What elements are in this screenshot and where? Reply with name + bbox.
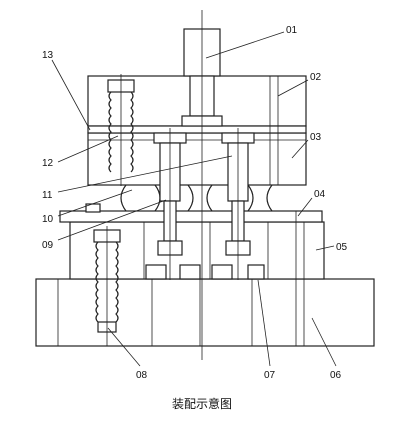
callout-13: 13 <box>42 50 54 61</box>
diagram-caption: 装配示意图 <box>172 396 232 411</box>
callout-10: 10 <box>42 214 54 225</box>
callout-04: 04 <box>314 189 326 200</box>
callout-06: 06 <box>330 370 342 381</box>
callout-07: 07 <box>264 370 276 381</box>
callout-01: 01 <box>286 25 298 36</box>
callout-12: 12 <box>42 158 54 169</box>
stripper-plate <box>59 210 323 223</box>
lower-screw <box>85 203 121 346</box>
punch-left <box>145 128 201 280</box>
callout-11: 11 <box>42 190 53 201</box>
callout-09: 09 <box>42 240 54 251</box>
leader-lines <box>51 31 337 367</box>
punch-right <box>211 128 265 280</box>
elastic-element <box>120 184 273 212</box>
callout-08: 08 <box>136 370 148 381</box>
callout-05: 05 <box>336 242 348 253</box>
callout-02: 02 <box>310 72 322 83</box>
upper-screw <box>107 74 135 186</box>
callout-03: 03 <box>310 132 322 143</box>
base-plate <box>35 278 375 347</box>
callout-labels: 01 02 03 04 05 06 07 08 09 10 11 12 13 <box>42 25 348 381</box>
